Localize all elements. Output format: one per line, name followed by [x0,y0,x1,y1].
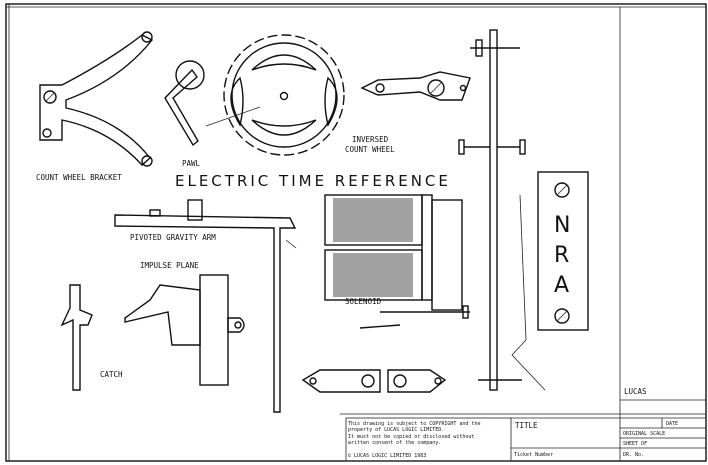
copyright-line-3: It must not be copied or disclosed witho… [348,434,474,440]
label-inversed-1: INVERSED [352,135,389,144]
solenoid [324,194,470,329]
title-block: This drawing is subject to COPYRIGHT and… [340,387,706,462]
label-solenoid: SOLENOID [345,297,382,306]
sheet-label: SHEET OF [623,441,647,447]
label-impulse-plane: IMPULSE PLANE [140,261,199,270]
label-pivoted-gravity-arm: PIVOTED GRAVITY ARM [130,233,216,242]
drawing-title: ELECTRIC TIME REFERENCE [175,172,451,190]
inversed-count-wheel-lever [360,71,471,101]
copyright-line-1: This drawing is subject to COPYRIGHT and… [348,421,480,427]
ticket-label: Ticket Number [514,452,553,458]
copyright-line-4: written consent of the company. [348,440,441,446]
drawing-no-label: DR. No. [623,452,644,458]
thin-rod [511,194,546,391]
plate-letter-n: N [554,213,570,238]
copyright-line-2: property of LUCAS LOGIC LIMITED. [348,427,444,433]
label-pawl: PAWL [182,159,201,168]
company-name: LUCAS [624,387,647,396]
scale-label: ORIGINAL SCALE [623,431,665,437]
vertical-rod [458,29,526,391]
copyright-footer: © LUCAS LOGIC LIMITED 1983 [348,453,426,459]
date-label: DATE [666,421,678,427]
label-inversed-2: COUNT WHEEL [345,145,395,154]
plate-letter-r: R [554,243,569,268]
label-catch: CATCH [100,370,123,379]
label-count-wheel-bracket: COUNT WHEEL BRACKET [36,173,122,182]
catch [60,284,93,391]
link-plates [301,369,447,393]
pawl [164,60,205,147]
pivoted-gravity-arm [114,199,297,413]
nra-plate: N R A [537,171,589,331]
title-label: TITLE [515,421,538,430]
plate-letter-a: A [554,273,569,298]
inversed-count-wheel [205,34,345,156]
count-wheel-bracket [39,31,154,167]
impulse-plane [124,274,245,386]
